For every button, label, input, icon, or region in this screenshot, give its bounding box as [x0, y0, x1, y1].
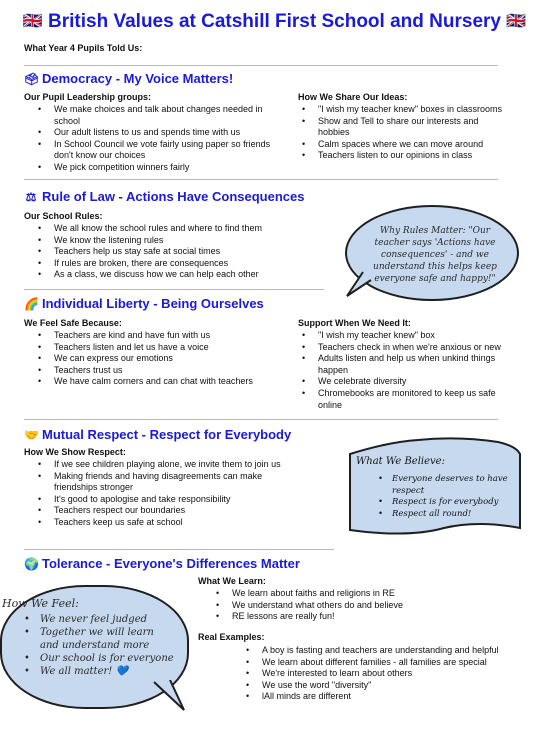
examples-label: Real Examples:: [198, 632, 265, 642]
believe-title: What We Believe:: [356, 456, 445, 467]
list-item: Show and Tell to share our interests and…: [290, 116, 510, 139]
divider: [24, 65, 498, 66]
list-item: We learn about faiths and religions in R…: [204, 588, 504, 600]
rules-bubble-text: Why Rules Matter: "Our teacher says 'Act…: [373, 226, 497, 284]
learn-list: We learn about faiths and religions in R…: [204, 588, 504, 623]
list-item: If we see children playing alone, we inv…: [26, 459, 281, 471]
list-item: It's good to apologise and take responsi…: [26, 494, 281, 506]
list-item: A boy is fasting and teachers are unders…: [234, 645, 534, 657]
feel-list: We never feel judgedTogether we will lea…: [24, 613, 174, 678]
democracy-left-label: Our Pupil Leadership groups:: [24, 92, 152, 102]
divider: [24, 179, 498, 180]
list-item: We use the word "diversity": [234, 680, 534, 692]
list-item: "I wish my teacher knew" box: [290, 330, 520, 342]
section-title-text: Rule of Law - Actions Have Consequences: [42, 189, 305, 204]
list-item: Teachers respect our boundaries: [26, 505, 281, 517]
list-item: We all matter! 💙: [24, 665, 174, 678]
list-item: Respect all round!: [378, 509, 508, 521]
bubble-tail: [346, 271, 372, 297]
list-item: We have calm corners and can chat with t…: [26, 376, 276, 388]
list-item: We pick competition winners fairly: [26, 162, 286, 174]
section-title-text: Individual Liberty - Being Ourselves: [42, 296, 264, 311]
respect-list: If we see children playing alone, we inv…: [26, 459, 281, 529]
list-item: Teachers trust us: [26, 365, 276, 377]
list-item: Teachers listen and let us have a voice: [26, 342, 276, 354]
section-title-tolerance: 🌍Tolerance - Everyone's Differences Matt…: [24, 556, 300, 571]
section-title-law: ⚖ Rule of Law - Actions Have Consequences: [24, 189, 305, 204]
uk-flag-icon: 🇬🇧: [506, 13, 527, 30]
section-title-democracy: 🗳Democracy - My Voice Matters!: [24, 71, 233, 86]
list-item: We know the listening rules: [26, 235, 346, 247]
section-title-text: Democracy - My Voice Matters!: [42, 71, 234, 86]
globe-icon: 🌍: [24, 557, 39, 571]
page-title: 🇬🇧 British Values at Catshill First Scho…: [0, 11, 549, 33]
liberty-left-list: Teachers are kind and have fun with usTe…: [26, 330, 276, 388]
democracy-left-list: We make choices and talk about changes n…: [26, 104, 286, 174]
list-item: As a class, we discuss how we can help e…: [26, 269, 346, 281]
list-item: Teachers listen to our opinions in class: [290, 150, 510, 162]
liberty-right-list: "I wish my teacher knew" boxTeachers che…: [290, 330, 520, 411]
ballot-box-icon: 🗳: [24, 72, 40, 86]
list-item: Adults listen and help us when unkind th…: [290, 353, 520, 376]
list-item: Teachers keep us safe at school: [26, 517, 281, 529]
democracy-right-list: "I wish my teacher knew" boxes in classr…: [290, 104, 510, 162]
list-item: Teachers are kind and have fun with us: [26, 330, 276, 342]
divider: [24, 419, 498, 420]
list-item: We all know the school rules and where t…: [26, 223, 346, 235]
learn-label: What We Learn:: [198, 576, 266, 586]
handshake-icon: 🤝: [24, 428, 39, 442]
section-title-liberty: 🌈Individual Liberty - Being Ourselves: [24, 296, 264, 311]
list-item: Calm spaces where we can move around: [290, 139, 510, 151]
scales-icon: ⚖: [25, 190, 37, 204]
list-item: RE lessons are really fun!: [204, 611, 504, 623]
section-title-text: Tolerance - Everyone's Differences Matte…: [42, 556, 300, 571]
list-item: Chromebooks are monitored to keep us saf…: [290, 388, 520, 411]
rainbow-icon: 🌈: [24, 297, 39, 311]
feel-title: How We Feel:: [2, 597, 79, 610]
list-item: We're interested to learn about others: [234, 668, 534, 680]
list-item: In School Council we vote fairly using p…: [26, 139, 286, 162]
list-item: Respect is for everybody: [378, 497, 508, 509]
believe-list: Everyone deserves to have respectRespect…: [378, 474, 508, 520]
list-item: lAll minds are different: [234, 691, 534, 703]
section-title-respect: 🤝Mutual Respect - Respect for Everybody: [24, 427, 291, 442]
list-item: If rules are broken, there are consequen…: [26, 258, 346, 270]
democracy-right-label: How We Share Our Ideas:: [298, 92, 408, 102]
list-item: We never feel judged: [24, 613, 174, 626]
page-title-text: British Values at Catshill First School …: [48, 11, 501, 32]
list-item: We make choices and talk about changes n…: [26, 104, 286, 127]
page-subtitle: What Year 4 Pupils Told Us:: [24, 43, 143, 53]
section-title-text: Mutual Respect - Respect for Everybody: [42, 427, 292, 442]
divider: [24, 289, 324, 290]
liberty-left-label: We Feel Safe Because:: [24, 318, 122, 328]
believe-box: What We Believe: Everyone deserves to ha…: [348, 432, 522, 544]
list-item: "I wish my teacher knew" boxes in classr…: [290, 104, 510, 116]
list-item: Teachers help us stay safe at social tim…: [26, 246, 346, 258]
rules-speech-bubble: Why Rules Matter: "Our teacher says 'Act…: [345, 205, 519, 301]
list-item: Together we will learn and understand mo…: [24, 626, 174, 652]
list-item: Our school is for everyone: [24, 652, 174, 665]
uk-flag-icon: 🇬🇧: [22, 13, 43, 30]
list-item: Teachers check in when we're anxious or …: [290, 342, 520, 354]
feel-speech-bubble: How We Feel: We never feel judgedTogethe…: [0, 585, 189, 709]
divider: [24, 549, 334, 550]
liberty-right-label: Support When We Need It:: [298, 318, 411, 328]
list-item: Our adult listens to us and spends time …: [26, 127, 286, 139]
list-item: Making friends and having disagreements …: [26, 471, 281, 494]
list-item: We can express our emotions: [26, 353, 276, 365]
list-item: We celebrate diversity: [290, 376, 520, 388]
bubble-tail: [153, 680, 185, 711]
list-item: We understand what others do and believe: [204, 600, 504, 612]
list-item: Everyone deserves to have respect: [378, 474, 508, 497]
law-label: Our School Rules:: [24, 211, 103, 221]
examples-list: A boy is fasting and teachers are unders…: [234, 645, 534, 703]
respect-label: How We Show Respect:: [24, 447, 126, 457]
law-list: We all know the school rules and where t…: [26, 223, 346, 281]
list-item: We learn about different families - all …: [234, 657, 534, 669]
